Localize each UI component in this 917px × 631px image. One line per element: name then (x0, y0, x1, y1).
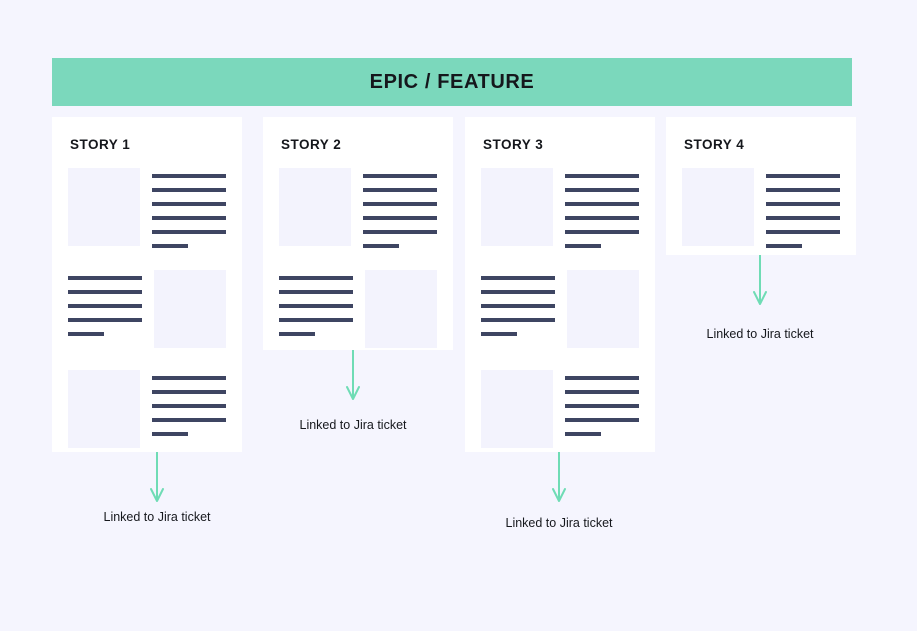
text-line (279, 304, 353, 308)
text-line (481, 318, 555, 322)
story-title: STORY 3 (483, 137, 544, 152)
text-line (152, 376, 226, 380)
story-title: STORY 2 (281, 137, 342, 152)
jira-link-connector: Linked to Jira ticket (700, 255, 820, 341)
arrow-down-icon (552, 452, 566, 502)
text-line (565, 244, 601, 248)
text-placeholder-lines (152, 168, 226, 248)
story-title: STORY 4 (684, 137, 745, 152)
image-placeholder-block (567, 270, 639, 348)
text-line (565, 174, 639, 178)
text-line (152, 390, 226, 394)
text-line (481, 332, 517, 336)
text-line (363, 230, 437, 234)
text-line (279, 332, 315, 336)
content-row (279, 270, 437, 348)
text-line (565, 188, 639, 192)
story-title: STORY 1 (70, 137, 131, 152)
text-line (565, 432, 601, 436)
text-placeholder-lines (152, 370, 226, 436)
jira-link-caption: Linked to Jira ticket (706, 327, 814, 341)
text-placeholder-lines (68, 270, 142, 336)
jira-link-connector: Linked to Jira ticket (499, 452, 619, 530)
text-line (68, 318, 142, 322)
jira-link-connector: Linked to Jira ticket (97, 452, 217, 524)
text-line (565, 202, 639, 206)
arrow-down-icon (753, 255, 767, 305)
text-line (565, 376, 639, 380)
image-placeholder-block (365, 270, 437, 348)
text-placeholder-lines (565, 370, 639, 436)
text-line (279, 276, 353, 280)
text-line (68, 304, 142, 308)
text-line (766, 216, 840, 220)
text-line (766, 230, 840, 234)
image-placeholder-block (68, 370, 140, 448)
content-row (68, 270, 226, 348)
image-placeholder-block (481, 370, 553, 448)
image-placeholder-block (154, 270, 226, 348)
text-line (565, 230, 639, 234)
text-line (152, 244, 188, 248)
text-line (363, 188, 437, 192)
text-line (363, 216, 437, 220)
text-line (152, 174, 226, 178)
text-placeholder-lines (481, 270, 555, 336)
content-row (481, 370, 639, 448)
text-line (152, 432, 188, 436)
text-line (68, 276, 142, 280)
text-line (565, 418, 639, 422)
content-row (481, 270, 639, 348)
text-line (481, 276, 555, 280)
image-placeholder-block (279, 168, 351, 246)
text-line (68, 332, 104, 336)
text-placeholder-lines (279, 270, 353, 336)
text-line (279, 318, 353, 322)
story-card[interactable]: STORY 2 (263, 117, 453, 350)
text-line (363, 174, 437, 178)
story-card[interactable]: STORY 1 (52, 117, 242, 452)
story-card[interactable]: STORY 4 (666, 117, 856, 255)
text-line (363, 202, 437, 206)
text-line (152, 202, 226, 206)
text-line (766, 174, 840, 178)
text-placeholder-lines (565, 168, 639, 248)
arrow-down-icon (346, 350, 360, 400)
text-placeholder-lines (363, 168, 437, 248)
text-line (481, 304, 555, 308)
text-line (766, 188, 840, 192)
text-line (565, 390, 639, 394)
text-line (565, 404, 639, 408)
epic-feature-title: EPIC / FEATURE (369, 70, 535, 93)
image-placeholder-block (481, 168, 553, 246)
text-line (766, 202, 840, 206)
text-line (152, 404, 226, 408)
story-card[interactable]: STORY 3 (465, 117, 655, 452)
image-placeholder-block (68, 168, 140, 246)
text-line (279, 290, 353, 294)
jira-link-caption: Linked to Jira ticket (505, 516, 613, 530)
content-row (68, 168, 226, 248)
jira-link-caption: Linked to Jira ticket (299, 418, 407, 432)
content-row (481, 168, 639, 248)
content-row (682, 168, 840, 248)
jira-link-connector: Linked to Jira ticket (293, 350, 413, 432)
text-placeholder-lines (766, 168, 840, 248)
text-line (363, 244, 399, 248)
arrow-down-icon (150, 452, 164, 502)
text-line (152, 418, 226, 422)
text-line (481, 290, 555, 294)
text-line (152, 216, 226, 220)
text-line (68, 290, 142, 294)
text-line (152, 230, 226, 234)
text-line (565, 216, 639, 220)
content-row (68, 370, 226, 448)
text-line (766, 244, 802, 248)
jira-link-caption: Linked to Jira ticket (103, 510, 211, 524)
epic-feature-banner: EPIC / FEATURE (52, 58, 852, 106)
text-line (152, 188, 226, 192)
image-placeholder-block (682, 168, 754, 246)
content-row (279, 168, 437, 248)
